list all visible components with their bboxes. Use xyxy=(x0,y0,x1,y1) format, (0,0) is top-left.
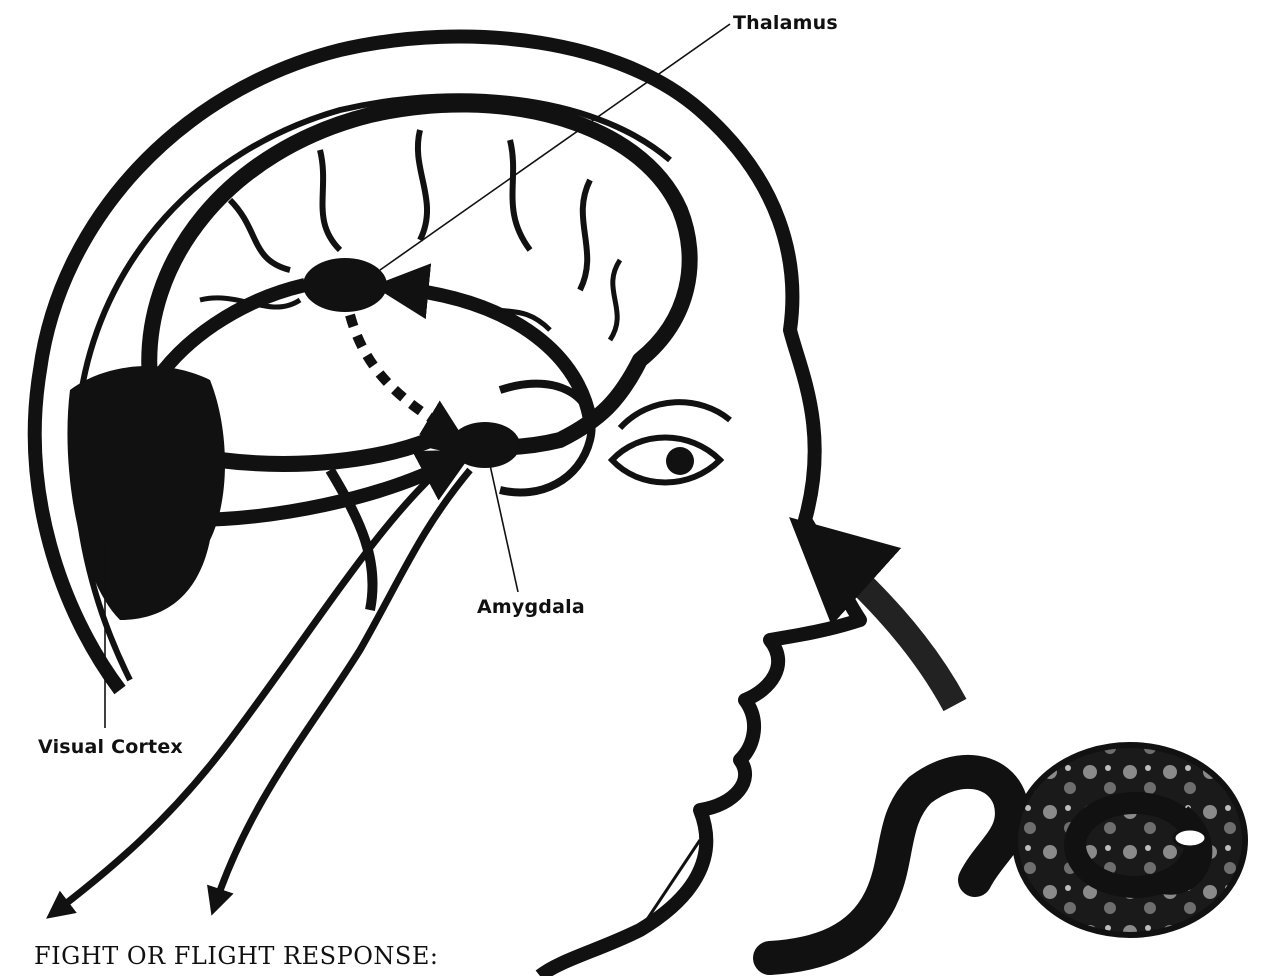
brain-icon xyxy=(149,104,689,610)
thalamus-label: Thalamus xyxy=(733,12,838,34)
eye-icon xyxy=(612,402,730,482)
thalamus-node xyxy=(303,258,387,312)
amygdala-to-body-pathway-right xyxy=(215,470,470,905)
diagram-caption: FIGHT OR FLIGHT RESPONSE: xyxy=(34,942,438,970)
snake-icon xyxy=(770,745,1245,958)
amygdala-leader-line xyxy=(490,465,518,592)
amygdala-node xyxy=(450,422,520,468)
amygdala-label: Amygdala xyxy=(477,596,585,618)
visual-cortex-label: Visual Cortex xyxy=(38,736,183,758)
